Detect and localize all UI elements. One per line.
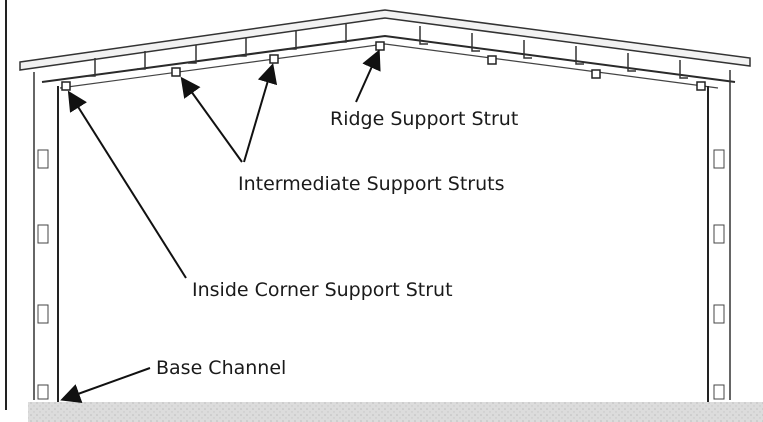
base-channel-label: Base Channel <box>156 357 286 379</box>
ridge-strut <box>375 41 385 51</box>
ridge-support-strut-label: Ridge Support Strut <box>330 108 518 130</box>
roof-rafter <box>41 34 736 83</box>
right-wall <box>707 70 731 402</box>
intermediate-strut-3 <box>487 55 497 65</box>
corner-strut-left <box>61 81 71 91</box>
ground-slab <box>28 402 763 422</box>
support-struts <box>61 41 706 91</box>
intermediate-arrow-right <box>243 63 278 163</box>
left-wall <box>33 72 59 402</box>
purlins-right <box>419 26 688 79</box>
roof-inner-line <box>59 43 719 89</box>
intermediate-strut-2 <box>269 54 279 64</box>
ridge-arrow <box>355 49 381 103</box>
corner-strut-right <box>696 81 706 91</box>
roof-sheet <box>19 9 751 71</box>
intermediate-strut-1 <box>171 67 181 77</box>
intermediate-arrow-left <box>180 76 243 163</box>
intermediate-support-struts-label: Intermediate Support Struts <box>238 173 504 195</box>
corner-arrow <box>67 90 187 279</box>
purlins-left <box>87 24 347 77</box>
base-channel-arrow <box>60 367 151 403</box>
intermediate-strut-4 <box>591 69 601 79</box>
inside-corner-support-strut-label: Inside Corner Support Strut <box>192 279 453 301</box>
